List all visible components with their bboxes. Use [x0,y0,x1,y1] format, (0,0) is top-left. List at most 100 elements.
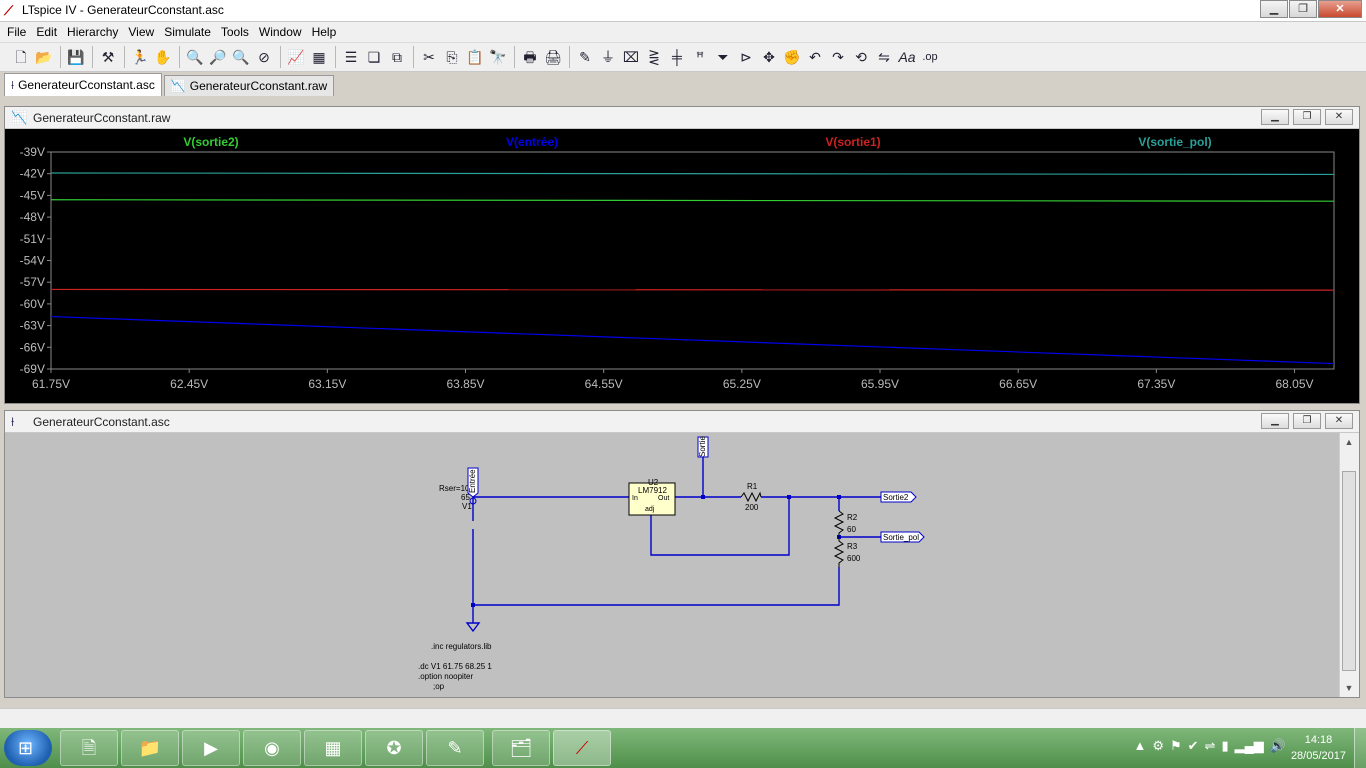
taskbar-notepad-icon[interactable]: ✎ [426,730,484,766]
schematic-canvas[interactable]: Rser=10 65 V1 Entrée Sortie U2 LM7912 In… [5,433,1339,697]
grid-icon[interactable]: ▦ [312,49,326,65]
find-icon[interactable]: 🔭 [489,49,507,65]
windows-logo-icon: ⊞ [18,738,34,758]
paste-icon[interactable]: 📋 [466,49,484,65]
taskbar-firefox-icon[interactable]: ◉ [243,730,301,766]
print-setup-icon[interactable]: 🖶 [523,49,537,65]
r3-name-label: R3 [847,542,858,551]
voltage-source-v1 [469,497,477,505]
menu-view[interactable]: View [128,25,155,39]
menu-file[interactable]: File [7,25,27,39]
spice-directive-icon[interactable]: .op [922,51,938,63]
inductor-icon[interactable]: ꟸ [695,49,705,65]
text-icon[interactable]: Aa [898,49,916,65]
menu-hierarchy[interactable]: Hierarchy [67,25,119,39]
menu-help[interactable]: Help [311,25,337,39]
tab-waveform[interactable]: 📉 GenerateurCconstant.raw [163,75,335,96]
rotate-icon[interactable]: ⟲ [855,49,867,65]
scroll-down-icon[interactable]: ▼ [1344,683,1354,693]
mirror-icon[interactable]: ⇋ [878,49,890,65]
restore-button[interactable]: ❐ [1293,413,1321,429]
restore-button[interactable]: ❐ [1293,109,1321,125]
taskbar-ltspice-icon[interactable]: ⟋ [553,730,611,766]
drag-icon[interactable]: ✊ [783,49,801,65]
tab-schematic[interactable]: ⟊ GenerateurCconstant.asc [4,73,162,96]
control-panel-icon[interactable]: ⚒ [101,49,115,65]
new-schematic-icon[interactable]: 🗋 [15,49,27,65]
tray-power-icon[interactable]: ▮ [1221,738,1229,753]
svg-text:Entrée: Entrée [468,469,477,493]
series-line-2 [50,288,1335,291]
autorange-icon[interactable]: 📈 [287,49,305,65]
tray-network-icon[interactable]: ⚙ [1152,738,1164,753]
taskbar-word-icon[interactable]: 🗎 [60,730,118,766]
waveform-plot[interactable]: -39V-42V-45V-48V-51V-54V-57V-60V-63V-66V… [5,129,1359,403]
y-tick-label: -39V [20,145,45,159]
scroll-thumb[interactable] [1342,471,1356,671]
cut-icon[interactable]: ✂ [423,49,435,65]
directive-op: ;op [433,682,445,691]
menu-simulate[interactable]: Simulate [164,25,211,39]
taskbar-media-icon[interactable]: ▶ [182,730,240,766]
open-icon[interactable]: 📂 [35,49,53,65]
start-button[interactable]: ⊞ [4,730,52,766]
schematic-drawing[interactable]: Rser=10 65 V1 Entrée Sortie U2 LM7912 In… [5,433,1339,697]
taskbar-calculator-icon[interactable]: ▦ [304,730,362,766]
waveform-chart[interactable]: -39V-42V-45V-48V-51V-54V-57V-60V-63V-66V… [5,129,1359,403]
run-icon[interactable]: 🏃 [131,49,149,65]
taskbar-explorer-icon[interactable]: 📁 [121,730,179,766]
diode-icon[interactable]: ⏷ [717,49,729,65]
ground-icon[interactable]: ⏚ [601,49,615,65]
tray-flag-icon[interactable]: ⚑ [1169,738,1182,753]
menu-edit[interactable]: Edit [36,25,58,39]
status-bar [0,708,1366,728]
component-icon[interactable]: ⊳ [740,49,752,65]
capacitor-icon[interactable]: ╪ [672,49,682,65]
tab-label: GenerateurCconstant.raw [189,79,328,93]
draw-wire-icon[interactable]: ✎ [579,49,591,65]
move-icon[interactable]: ✥ [763,49,775,65]
schematic-scrollbar[interactable]: ▲ ▼ [1339,433,1359,697]
maximize-button[interactable]: ❐ [1289,0,1317,18]
menu-tools[interactable]: Tools [220,25,249,39]
toolbar-separator [335,46,336,68]
taskbar-files-icon[interactable]: 🗂 [492,730,550,766]
close-button[interactable]: ✕ [1325,413,1353,429]
svg-text:Sortie_pol: Sortie_pol [883,533,919,542]
tile-horizontal-icon[interactable]: ☰ [344,49,358,65]
save-icon[interactable]: 💾 [67,49,85,65]
minimize-button[interactable]: ▁ [1261,109,1289,125]
v1-name-label: V1 [462,502,472,511]
scroll-up-icon[interactable]: ▲ [1344,437,1354,447]
toolbar-separator [60,46,61,68]
copy-icon[interactable]: ⎘ [446,49,458,65]
zoom-in-icon[interactable]: 🔍 [186,49,204,65]
undo-icon[interactable]: ↶ [809,49,821,65]
label-net-icon[interactable]: ⌧ [622,49,640,65]
resistor-icon[interactable]: ⋛ [648,49,660,65]
window-title: LTspice IV - GenerateurCconstant.asc [22,3,224,17]
print-icon[interactable]: 🖨 [544,49,562,65]
tray-usb-icon[interactable]: ⇌ [1204,738,1216,753]
r2-name-label: R2 [847,513,858,522]
show-desktop-button[interactable] [1354,728,1366,768]
redo-icon[interactable]: ↷ [832,49,844,65]
menu-window[interactable]: Window [258,25,302,39]
taskbar-compass-icon[interactable]: ✪ [365,730,423,766]
tray-volume-icon[interactable]: 🔊 [1269,738,1286,753]
halt-icon[interactable]: ✋ [154,49,172,65]
tray-security-icon[interactable]: ✔ [1187,738,1199,753]
close-button[interactable]: ✕ [1318,0,1362,18]
pan-icon[interactable]: 🔎 [209,49,227,65]
zoom-out-icon[interactable]: 🔍 [232,49,250,65]
close-button[interactable]: ✕ [1325,109,1353,125]
tray-signal-icon[interactable]: ▂▄▆ [1234,738,1264,753]
taskbar-clock[interactable]: 14:18 28/05/2017 [1291,732,1346,764]
zoom-fit-icon[interactable]: ⊘ [258,49,270,65]
clock-time: 14:18 [1304,734,1333,746]
tray-expand-icon[interactable]: ▲ [1133,738,1147,753]
close-all-icon[interactable]: ⧉ [392,49,402,65]
cascade-icon[interactable]: ❏ [367,49,381,65]
minimize-button[interactable]: ▁ [1261,413,1289,429]
minimize-button[interactable]: ▁ [1260,0,1288,18]
